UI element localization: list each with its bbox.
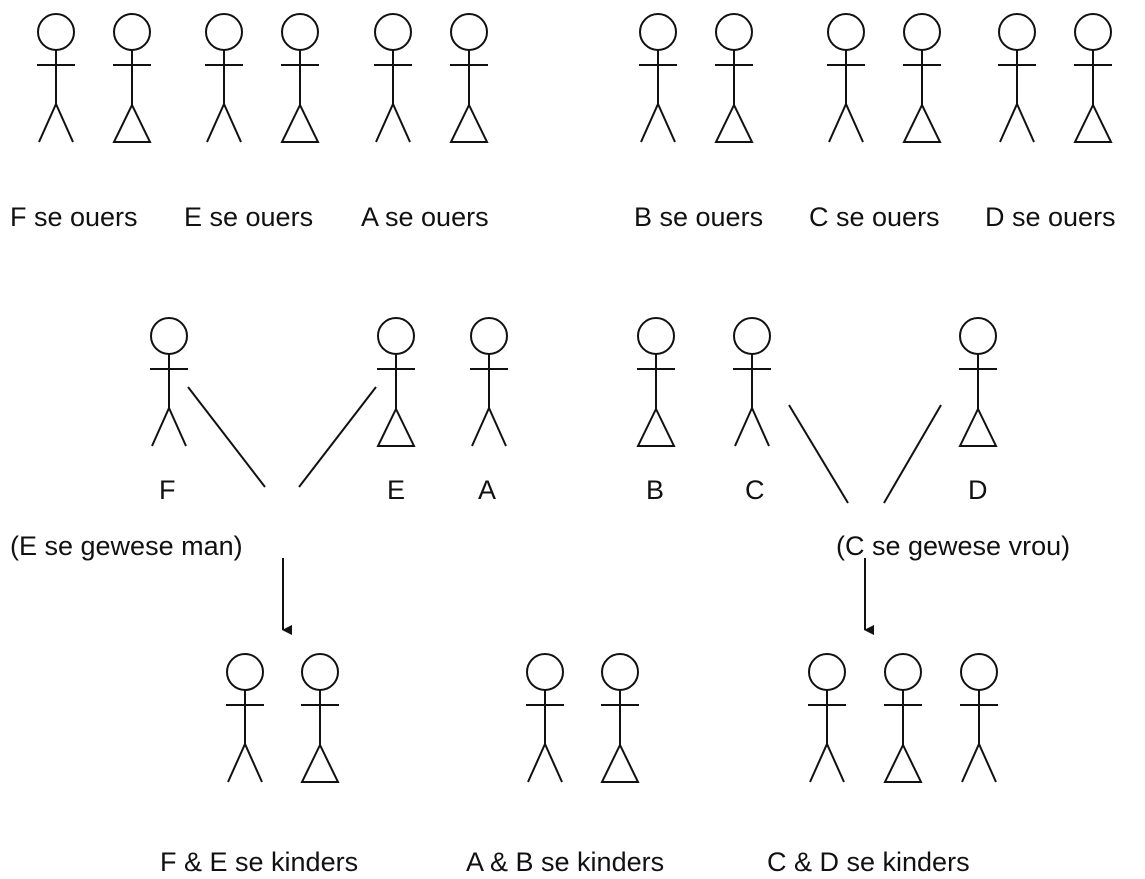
label-b-parents: B se ouers bbox=[634, 202, 763, 232]
children-row bbox=[225, 653, 999, 783]
label-c-parents: C se ouers bbox=[809, 202, 940, 232]
label-f-parents: F se ouers bbox=[10, 202, 138, 232]
line-e-to-union bbox=[298, 386, 377, 488]
f-father-figure bbox=[36, 13, 76, 143]
label-former-husband: (E se gewese man) bbox=[10, 531, 243, 561]
person-b-figure bbox=[636, 317, 676, 447]
label-cd-children: C & D se kinders bbox=[767, 847, 970, 877]
b-father-figure bbox=[638, 13, 678, 143]
e-mother-figure bbox=[280, 13, 320, 143]
person-labels: F E A B C D bbox=[159, 475, 988, 505]
a-mother-figure bbox=[449, 13, 489, 143]
f-mother-figure bbox=[112, 13, 152, 143]
person-c-figure bbox=[732, 317, 772, 447]
label-person-f: F bbox=[159, 475, 176, 505]
b-mother-figure bbox=[714, 13, 754, 143]
label-a-parents: A se ouers bbox=[361, 202, 489, 232]
e-father-figure bbox=[204, 13, 244, 143]
d-mother-figure bbox=[1073, 13, 1113, 143]
line-d-to-union bbox=[883, 404, 942, 504]
label-person-a: A bbox=[478, 475, 496, 505]
label-person-c: C bbox=[745, 475, 765, 505]
person-f-figure bbox=[149, 317, 189, 447]
a-father-figure bbox=[373, 13, 413, 143]
line-f-to-union bbox=[187, 386, 266, 488]
label-fe-children: F & E se kinders bbox=[160, 847, 358, 877]
middle-row bbox=[149, 317, 998, 447]
descent-arrows bbox=[282, 558, 874, 635]
d-father-figure bbox=[997, 13, 1037, 143]
label-person-d: D bbox=[968, 475, 988, 505]
cd-child-3-figure bbox=[959, 653, 999, 783]
marriage-lines bbox=[187, 386, 942, 504]
ab-child-2-figure bbox=[600, 653, 640, 783]
parents-row bbox=[36, 13, 1113, 143]
fe-child-2-figure bbox=[300, 653, 340, 783]
person-e-figure bbox=[376, 317, 416, 447]
label-person-e: E bbox=[387, 475, 405, 505]
cd-child-2-figure bbox=[883, 653, 923, 783]
label-e-parents: E se ouers bbox=[184, 202, 313, 232]
c-mother-figure bbox=[902, 13, 942, 143]
line-c-to-union bbox=[788, 404, 849, 504]
person-a-figure bbox=[469, 317, 509, 447]
children-labels: F & E se kinders A & B se kinders C & D … bbox=[160, 847, 970, 877]
label-ab-children: A & B se kinders bbox=[466, 847, 664, 877]
fe-child-1-figure bbox=[225, 653, 265, 783]
label-person-b: B bbox=[646, 475, 664, 505]
c-father-figure bbox=[826, 13, 866, 143]
cd-child-1-figure bbox=[807, 653, 847, 783]
person-d-figure bbox=[958, 317, 998, 447]
label-former-wife: (C se gewese vrou) bbox=[836, 531, 1070, 561]
parents-labels: F se ouers E se ouers A se ouers B se ou… bbox=[10, 202, 1116, 232]
ab-child-1-figure bbox=[525, 653, 565, 783]
label-d-parents: D se ouers bbox=[985, 202, 1116, 232]
